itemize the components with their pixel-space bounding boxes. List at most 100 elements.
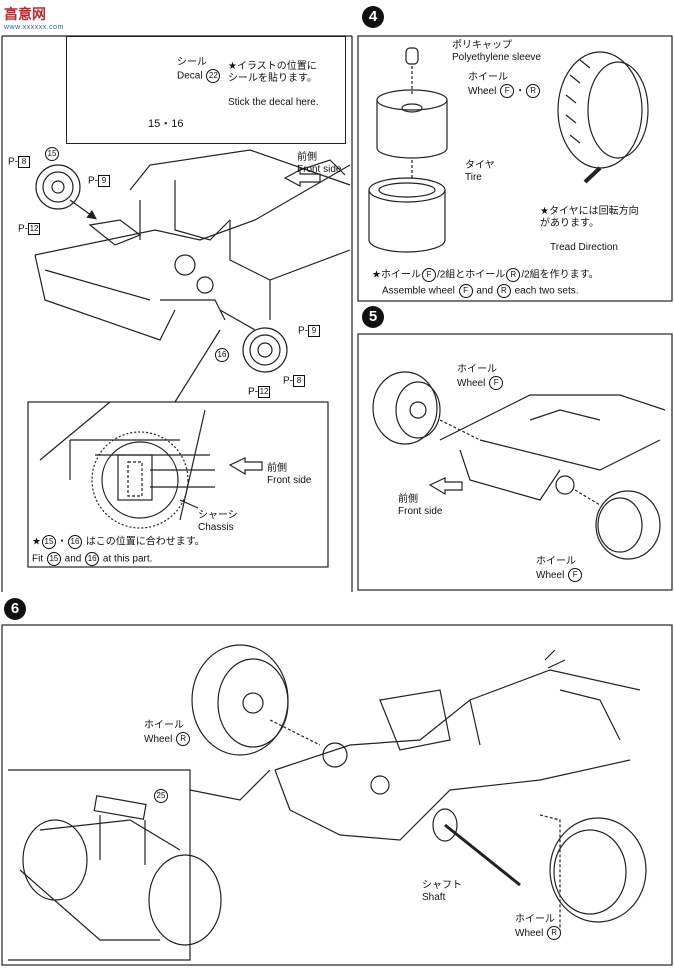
watermark-logo: 亯意网 www.xxxxxx.com — [4, 4, 64, 31]
wheel-r-badge: R — [547, 926, 562, 940]
assemble-f-badge-en: F — [458, 284, 473, 298]
p12-label-lower: P-12 — [248, 386, 271, 398]
decal-label: シール Decal 22 — [177, 57, 221, 83]
p-prefix: P — [88, 175, 95, 187]
front-jp: 前側 — [398, 494, 418, 505]
wheel-jp: ホイール — [515, 914, 555, 925]
p8-box: 8 — [18, 156, 31, 168]
part-25-badge: 25 — [154, 789, 168, 803]
decal-label-jp: シール — [177, 57, 207, 68]
assemble-en-b: and — [476, 285, 494, 297]
sleeve-jp: ポリキャップ — [452, 40, 512, 51]
fit-badge-15: 15 — [41, 535, 56, 549]
assemble-wheel-jp: ホイール — [380, 269, 421, 281]
chassis-en: Chassis — [198, 522, 234, 533]
p8-box: 8 — [293, 375, 306, 387]
wheel-f-badge: F — [568, 568, 583, 582]
p8-label-lower: P-8 — [283, 375, 306, 388]
part-16-badge: 16 — [215, 348, 229, 362]
fit-badge-15-en: 15 — [46, 552, 61, 566]
watermark-url: www.xxxxxx.com — [4, 24, 64, 31]
chassis-jp: シャーシ — [198, 510, 238, 521]
fit-prefix: Fit — [32, 553, 44, 565]
assemble-r-badge-en: R — [496, 284, 511, 298]
wheel-en: Wheel — [536, 569, 565, 581]
front-side-label-step5: 前側 Front side — [398, 494, 442, 518]
assemble-en-a: Assemble wheel — [382, 285, 455, 297]
fit-badge-16-en: 16 — [85, 552, 100, 566]
assemble-en-c: each two sets. — [514, 285, 579, 297]
p-prefix: P — [248, 386, 255, 398]
wheel-en: Wheel — [515, 927, 544, 939]
sleeve-en: Polyethylene sleeve — [452, 52, 541, 63]
wheel-r-badge: R — [176, 732, 191, 746]
tread-jp: ★タイヤには回転方向 があります。 — [540, 206, 639, 229]
tire-en: Tire — [465, 172, 482, 183]
p-prefix: P — [8, 156, 15, 168]
tread-en: Tread Direction — [550, 242, 618, 253]
wheel-f-badge: F — [500, 84, 515, 98]
tire-label: タイヤ Tire — [465, 160, 495, 184]
wheel-jp: ホイール — [536, 556, 576, 567]
wheel-r-badge: R — [526, 84, 541, 98]
step-number-4: 4 — [362, 6, 384, 28]
assemble-jp: /2組とホイール — [436, 269, 506, 281]
shaft-en: Shaft — [422, 892, 446, 903]
fit-and: and — [64, 553, 82, 565]
shaft-label: シャフト Shaft — [422, 880, 462, 904]
front-en: Front side — [267, 475, 312, 486]
front-jp: 前側 — [267, 463, 287, 474]
wheel-en: Wheel — [144, 733, 173, 745]
decal-label-en: Decal — [177, 70, 203, 82]
p9-box: 9 — [308, 325, 321, 337]
p12-box: 12 — [28, 223, 41, 235]
step-number-6: 6 — [4, 598, 26, 620]
wheel-r-label-right: ホイール Wheel R — [515, 914, 562, 940]
step5-chassis-drawing — [372, 371, 666, 560]
tire-jp: タイヤ — [465, 160, 495, 171]
step4-wheel-tire-drawing — [368, 47, 649, 253]
p12-box: 12 — [258, 386, 271, 398]
assemble-f-badge: F — [421, 268, 436, 282]
step3-chassis-drawing — [34, 149, 351, 461]
decal-number-badge: 22 — [206, 69, 221, 83]
chassis-detail-drawing — [69, 409, 263, 529]
front-en: Front side — [297, 164, 342, 175]
fit-badge-16: 16 — [67, 535, 82, 549]
part-15-badge: 15 — [45, 147, 59, 161]
wheel-label-step4: ホイール Wheel F・R — [468, 72, 541, 98]
p9-box: 9 — [98, 175, 111, 187]
fit-instruction: ★15・16 はこの位置に合わせます。 Fit 15 and 16 at thi… — [32, 535, 205, 566]
wheel-r-label-left: ホイール Wheel R — [144, 720, 191, 746]
wheel-en: Wheel — [457, 377, 486, 389]
wheel-f-label-top: ホイール Wheel F — [457, 364, 504, 390]
fit-jp: はこの位置に合わせます。 — [85, 536, 205, 548]
p-prefix: P — [298, 325, 305, 337]
fit-en: at this part. — [102, 553, 153, 565]
front-side-label-detail: 前側 Front side — [267, 463, 311, 487]
watermark-brand: 亯意网 — [4, 6, 46, 22]
decal-parts: 15・16 — [148, 118, 184, 130]
p9-label-upper: P-9 — [88, 175, 111, 188]
assemble-jp2: /2組を作ります。 — [521, 269, 599, 281]
wheel-jp: ホイール — [457, 364, 497, 375]
step-number-5: 5 — [362, 306, 384, 328]
decal-note-jp: ★イラストの位置に シールを貼ります。 — [228, 61, 317, 84]
front-jp: 前側 — [297, 152, 317, 163]
p-prefix: P — [283, 375, 290, 387]
p12-label-upper: P-12 — [18, 223, 41, 235]
decal-note: ★イラストの位置に シールを貼ります。 Stick the decal here… — [228, 49, 319, 109]
p8-label-upper: P-8 — [8, 156, 31, 169]
front-side-label-step3: 前側 Front side — [297, 152, 341, 176]
chassis-label: シャーシ Chassis — [198, 510, 238, 534]
decal-callout-box — [66, 36, 346, 144]
tread-direction-note: ★タイヤには回転方向 があります。 Tread Direction — [540, 194, 639, 254]
front-en: Front side — [398, 506, 443, 517]
assemble-r-badge: R — [506, 268, 521, 282]
wheel-f-badge: F — [489, 376, 504, 390]
decal-note-en: Stick the decal here. — [228, 97, 319, 108]
p-prefix: P — [18, 223, 25, 235]
p9-label-lower: P-9 — [298, 325, 321, 338]
